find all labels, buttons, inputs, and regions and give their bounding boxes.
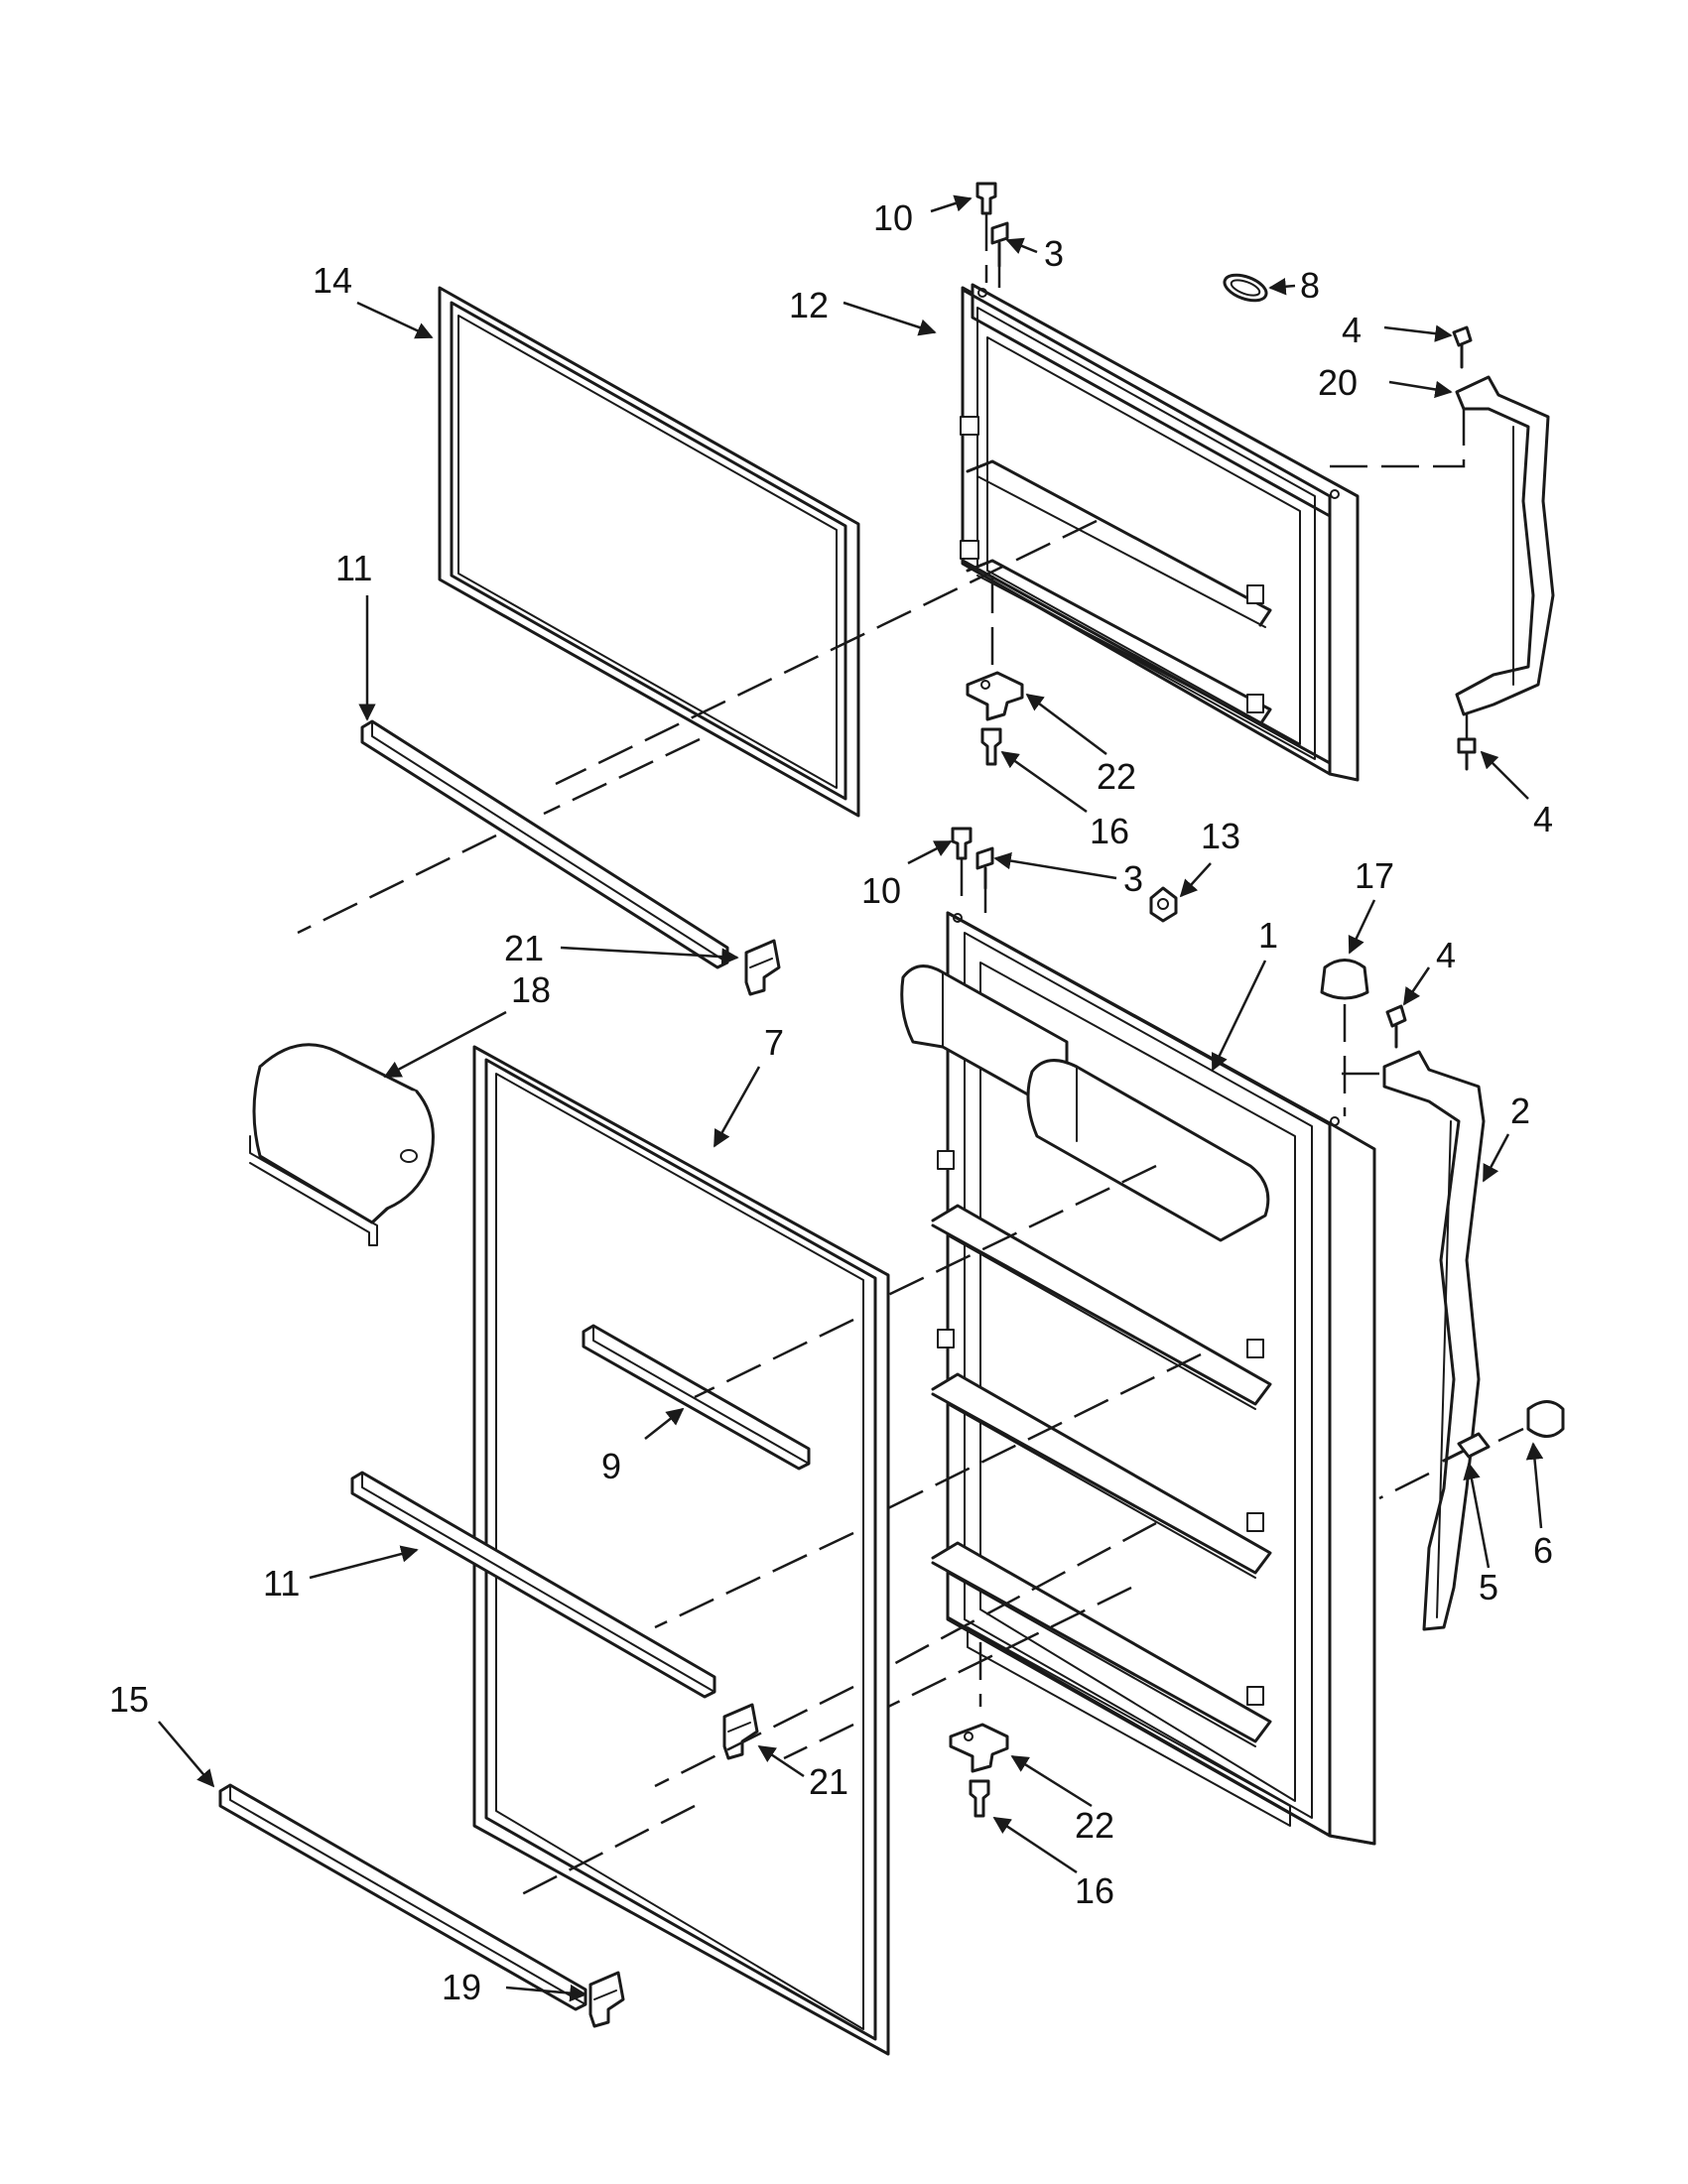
callout-22-top: 22 (1097, 756, 1136, 797)
callout-15: 15 (109, 1679, 149, 1720)
fresh-food-top-hinge-pin (951, 827, 973, 908)
freezer-handle-screw-bottom (1457, 714, 1477, 771)
callout-2: 2 (1510, 1091, 1530, 1131)
plug-button-13 (1149, 886, 1178, 923)
fresh-food-handle-screw (1385, 1004, 1407, 1049)
freezer-gasket-retainer-strip (360, 719, 729, 969)
freezer-door-gasket (438, 286, 860, 818)
callout-16-top: 16 (1090, 811, 1129, 851)
callout-21-top: 21 (504, 928, 544, 968)
callout-17: 17 (1355, 855, 1394, 896)
callout-3-bottom: 3 (1123, 858, 1143, 899)
callout-4-freezer-handle-bottom: 4 (1533, 799, 1553, 839)
callout-1: 1 (1258, 915, 1278, 956)
callout-3-top: 3 (1044, 233, 1064, 274)
callout-22-bottom: 22 (1075, 1805, 1114, 1846)
plug-button-8 (1223, 273, 1268, 303)
callout-12: 12 (789, 285, 829, 325)
retainer-clip-lower (722, 1703, 759, 1760)
callout-8: 8 (1300, 265, 1320, 306)
callout-7: 7 (764, 1022, 784, 1063)
callout-18: 18 (511, 969, 551, 1010)
callout-19: 19 (442, 1967, 481, 2007)
callout-5: 5 (1479, 1567, 1498, 1607)
callout-9: 9 (601, 1446, 621, 1486)
callout-11-top: 11 (335, 548, 372, 588)
fresh-food-bottom-screw (969, 1779, 990, 1818)
callout-13: 13 (1201, 816, 1240, 856)
retainer-clip-upper (744, 939, 781, 996)
plug-button-17 (1320, 959, 1369, 1116)
callout-20: 20 (1318, 362, 1358, 403)
freezer-bottom-hinge (966, 576, 1024, 721)
handle-screw-5 (1442, 1432, 1491, 1463)
callout-21-bottom: 21 (809, 1761, 848, 1802)
callout-16-bottom: 16 (1075, 1870, 1114, 1911)
dairy-compartment-door (249, 1043, 435, 1246)
freezer-handle-screw-top (1452, 325, 1473, 369)
freezer-top-hinge-pin (975, 182, 997, 283)
freezer-door (960, 283, 1360, 782)
fresh-food-door (900, 911, 1376, 1846)
fresh-food-bottom-hinge (949, 1642, 1009, 1773)
fresh-food-door-gasket (472, 1045, 890, 2056)
freezer-door-handle (1455, 375, 1555, 716)
leader-lines (158, 194, 1544, 2002)
freezer-bottom-screw (980, 727, 1002, 766)
freezer-top-screw (990, 221, 1009, 288)
callout-10-top: 10 (873, 197, 913, 238)
bottom-retainer-clip (588, 1971, 625, 2028)
fresh-food-top-screw (975, 846, 994, 913)
bottom-retainer-strip (218, 1783, 587, 2011)
callout-11-bottom: 11 (263, 1563, 300, 1604)
callout-labels: 10 3 8 4 20 14 12 11 22 16 4 13 10 3 17 … (109, 197, 1553, 2007)
handle-plug-6 (1526, 1400, 1565, 1438)
fresh-food-door-handle (1382, 1050, 1486, 1631)
callout-6: 6 (1533, 1530, 1553, 1571)
callout-10-bottom: 10 (861, 870, 901, 911)
fresh-food-retainer-strip (350, 1471, 716, 1699)
callout-14: 14 (313, 260, 352, 301)
callout-4-fresh-food-handle: 4 (1436, 935, 1456, 975)
callout-4-freezer-handle-top: 4 (1342, 310, 1362, 350)
